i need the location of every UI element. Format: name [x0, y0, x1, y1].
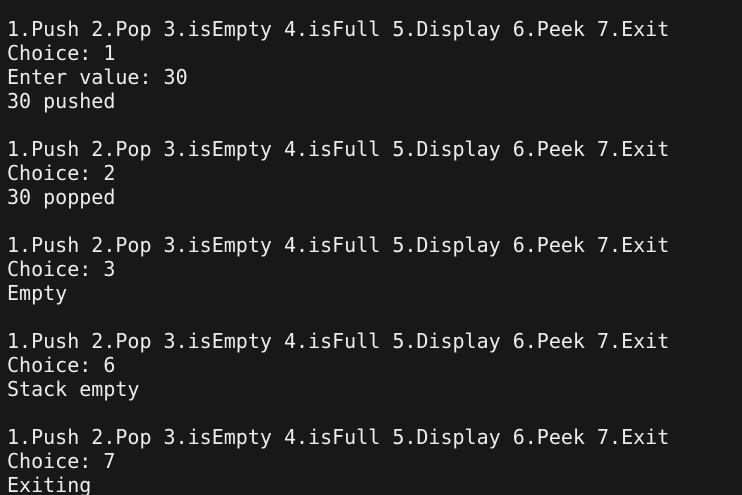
terminal-line: 1.Push 2.Pop 3.isEmpty 4.isFull 5.Displa… [7, 17, 670, 41]
terminal-line: Choice: 2 [7, 161, 116, 185]
terminal-line: 1.Push 2.Pop 3.isEmpty 4.isFull 5.Displa… [7, 233, 670, 257]
terminal-line: Choice: 6 [7, 353, 116, 377]
terminal-line [7, 209, 742, 233]
terminal-line: 1.Push 2.Pop 3.isEmpty 4.isFull 5.Displa… [7, 137, 670, 161]
terminal-line: Choice: 1 [7, 41, 116, 65]
terminal-line: 30 popped [7, 185, 116, 209]
terminal-line: 1.Push 2.Pop 3.isEmpty 4.isFull 5.Displa… [7, 329, 670, 353]
terminal-line: Enter value: 30 [7, 65, 188, 89]
terminal-line: Stack empty [7, 377, 140, 401]
terminal-line: Choice: 7 [7, 449, 116, 473]
terminal-line [7, 305, 742, 329]
terminal-line [7, 113, 742, 137]
terminal-line: 30 pushed [7, 89, 116, 113]
terminal-line: Exiting [7, 473, 92, 495]
terminal-line: 1.Push 2.Pop 3.isEmpty 4.isFull 5.Displa… [7, 425, 670, 449]
terminal-line: Empty [7, 281, 68, 305]
terminal-line: Choice: 3 [7, 257, 116, 281]
terminal-line [7, 401, 742, 425]
